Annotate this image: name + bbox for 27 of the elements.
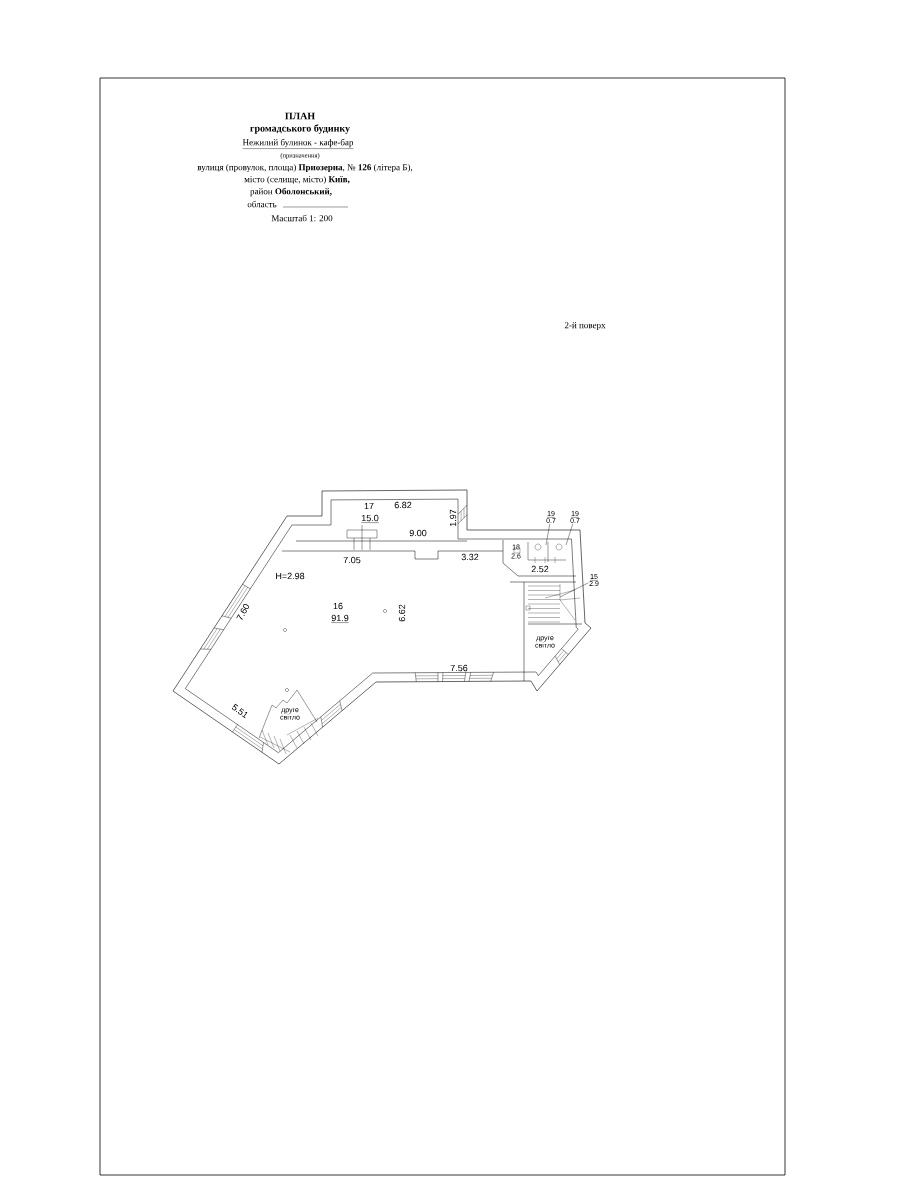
dimension-label: 7.60 xyxy=(236,603,249,620)
dimension-label: 6.82 xyxy=(394,501,412,509)
room-number: 16 xyxy=(333,602,343,610)
leader-line xyxy=(545,523,550,546)
dimension-label: H=2.98 xyxy=(276,572,305,580)
room-area: 91.9 xyxy=(331,614,349,623)
heading-line: область xyxy=(247,200,277,208)
heading-line: місто (селище, місто) Київ, xyxy=(244,175,350,185)
floor-label: 2-й поверх xyxy=(564,321,606,331)
dimension-label: 9.00 xyxy=(409,529,427,537)
dimension-label: 1.97 xyxy=(449,509,457,527)
dimension-label: 3.32 xyxy=(461,553,479,561)
leader-line xyxy=(559,582,589,598)
dimension-label: 2.52 xyxy=(531,565,549,573)
title: ПЛАН xyxy=(285,112,315,120)
heading-line: вулиця (провулок, площа) Приозерна, № 126 (літера Б), xyxy=(197,163,413,173)
heading-line: громадського будинку xyxy=(250,124,350,134)
room-number: 17 xyxy=(364,502,374,510)
leader-line xyxy=(565,523,574,546)
dimension-label: 7.05 xyxy=(343,556,361,564)
heading-line: район Оболонський, xyxy=(250,187,332,197)
dimension-label: 5.51 xyxy=(232,703,248,719)
room-area: 15.0 xyxy=(361,514,379,523)
heading-line: Масштаб 1: 200 xyxy=(271,214,333,222)
heading-line: Нежилий булинок - кафе-бар xyxy=(242,138,354,149)
dimension-label: 7.56 xyxy=(450,664,468,672)
dimension-label: 6.62 xyxy=(398,604,406,622)
